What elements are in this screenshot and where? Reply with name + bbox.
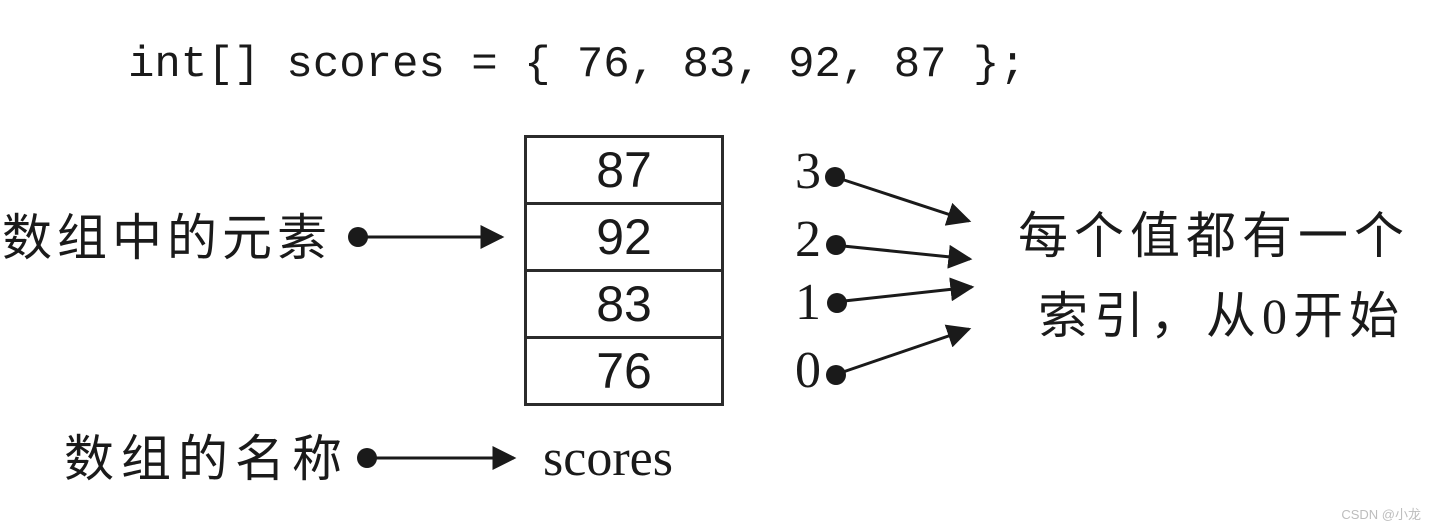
index-3-arrow — [840, 177, 972, 226]
index-digit-2: 2 — [795, 211, 821, 268]
array-cell-value: 87 — [596, 142, 652, 198]
index-0-arrow — [842, 324, 972, 374]
array-cell-value: 83 — [596, 276, 652, 332]
array-cell: 76 — [527, 339, 721, 403]
elements-arrow-dot — [348, 227, 368, 247]
index-digit-1: 1 — [795, 274, 821, 331]
array-name-arrow-dot — [357, 448, 377, 468]
annotation-line1: 每个值都有一个 — [1018, 208, 1410, 264]
index-digit-3: 3 — [795, 143, 821, 200]
label-array-name: 数组的名称 — [64, 431, 349, 487]
array-cell-value: 76 — [596, 343, 652, 399]
index-1-arrow — [843, 277, 975, 303]
index-digit-0: 0 — [795, 342, 821, 399]
array-box: 87 92 83 76 — [524, 135, 724, 406]
array-name-value: scores — [543, 430, 673, 487]
index-1-arrow-dot — [827, 293, 847, 313]
label-array-elements: 数组中的元素 — [2, 210, 332, 266]
annotation-line2: 索引，从0开始 — [1038, 288, 1405, 344]
array-cell: 83 — [527, 272, 721, 339]
index-2-arrow — [842, 244, 973, 269]
array-cell: 92 — [527, 205, 721, 272]
array-cell-value: 92 — [596, 209, 652, 265]
watermark: CSDN @小龙 — [1341, 507, 1421, 522]
array-cell: 87 — [527, 138, 721, 205]
code-line: int[] scores = { 76, 83, 92, 87 }; — [128, 40, 1026, 90]
